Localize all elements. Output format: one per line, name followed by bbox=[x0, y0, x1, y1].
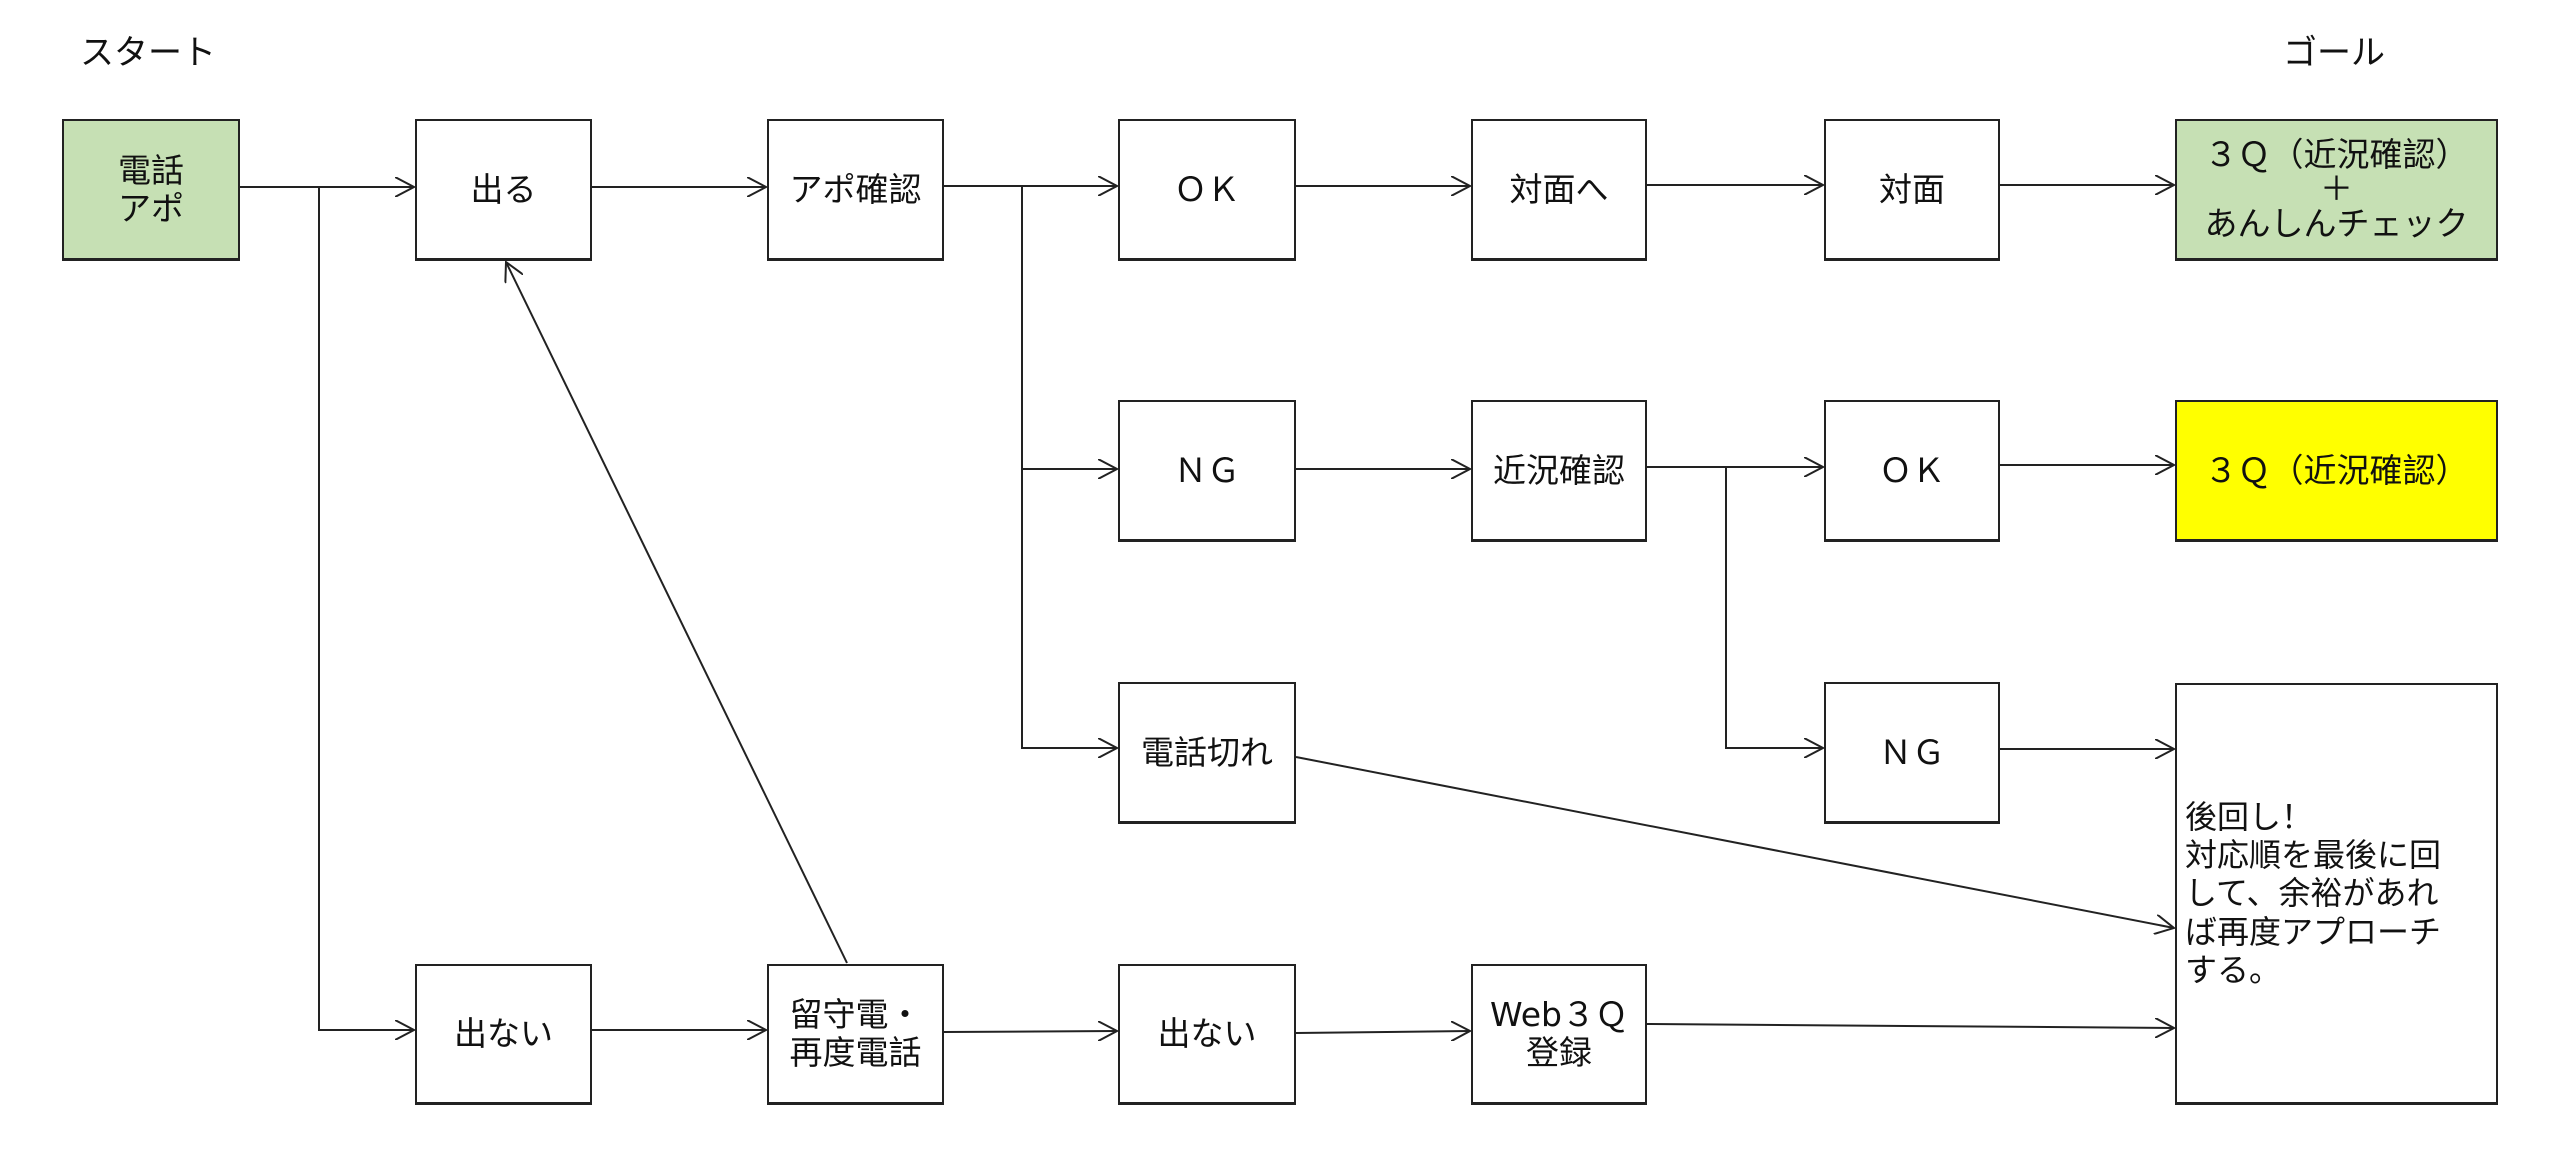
node-ng-1: ＮＧ bbox=[1118, 400, 1296, 542]
node-call-appointment: 電話 アポ bbox=[62, 119, 240, 261]
node-no-answer-1: 出ない bbox=[415, 964, 592, 1105]
node-postpone: 後回し！ 対応順を最後に回 して、余裕があれ ば再度アプローチ する。 bbox=[2175, 683, 2498, 1105]
node-no-answer-2: 出ない bbox=[1118, 964, 1296, 1105]
edge-hungup-to-postpone bbox=[1295, 756, 2174, 928]
node-ok-1: ＯＫ bbox=[1118, 119, 1296, 261]
edge-confirm-to-hungup bbox=[1021, 469, 1117, 748]
node-to-face-to-face: 対面へ bbox=[1471, 119, 1647, 261]
node-hung-up: 電話切れ bbox=[1118, 682, 1296, 824]
edge-confirm-to-ng bbox=[1021, 186, 1117, 469]
node-face-to-face: 対面 bbox=[1824, 119, 2000, 261]
node-ok-2: ＯＫ bbox=[1824, 400, 2000, 542]
edge-status-to-ng2 bbox=[1725, 467, 1823, 748]
start-label: スタート bbox=[80, 33, 216, 73]
goal-label: ゴール bbox=[2283, 33, 2385, 73]
node-confirm-appointment: アポ確認 bbox=[767, 119, 944, 261]
edge-call-to-no-answer bbox=[318, 187, 414, 1030]
edge-voicemail-to-noanswer2 bbox=[943, 1031, 1117, 1032]
edge-noanswer2-to-web3q bbox=[1295, 1031, 1470, 1033]
node-goal-3q-anshin: ３Ｑ（近況確認） ＋ あんしんチェック bbox=[2175, 119, 2498, 261]
node-answer: 出る bbox=[415, 119, 592, 261]
edge-voicemail-to-answer bbox=[506, 262, 848, 964]
node-ng-2: ＮＧ bbox=[1824, 682, 2000, 824]
node-goal-3q: ３Ｑ（近況確認） bbox=[2175, 400, 2498, 542]
node-voicemail-recall: 留守電・ 再度電話 bbox=[767, 964, 944, 1105]
edge-web3q-to-postpone bbox=[1646, 1024, 2174, 1028]
node-status-check: 近況確認 bbox=[1471, 400, 1647, 542]
node-web-3q-register: Web３Ｑ 登録 bbox=[1471, 964, 1647, 1105]
